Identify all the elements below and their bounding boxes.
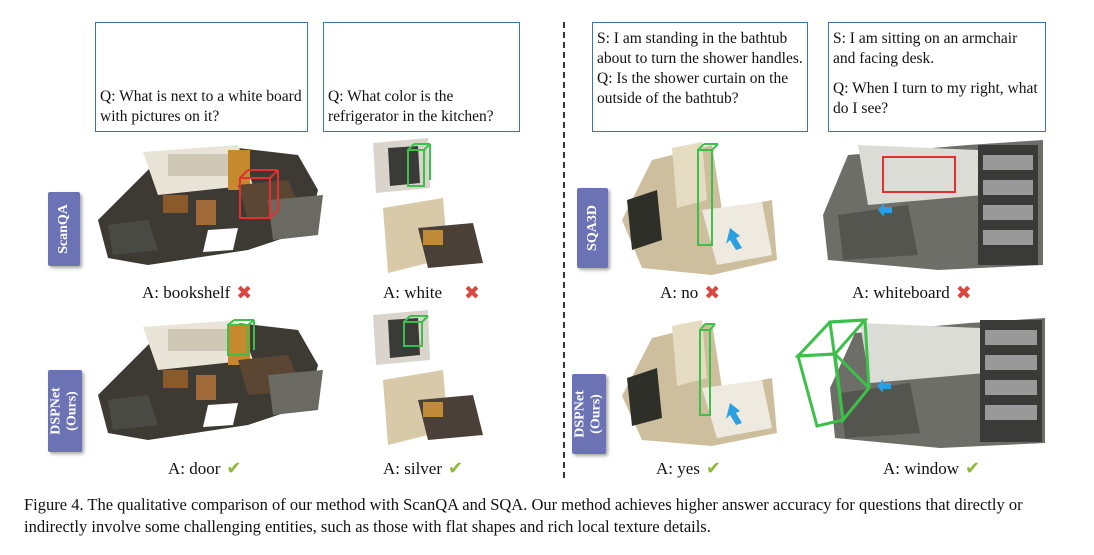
answer-baseline-3: A: no ✖ xyxy=(660,282,720,304)
cross-icon: ✖ xyxy=(464,282,480,304)
situation-text: S: I am sitting on an armchair and facin… xyxy=(833,30,1018,67)
scene-bathroom-baseline xyxy=(622,142,777,275)
answer-text: A: window xyxy=(883,458,960,478)
cross-icon: ✖ xyxy=(704,282,721,304)
dashed-divider xyxy=(563,22,565,478)
scene-livingroom-ours xyxy=(98,319,323,440)
scene-kitchen-baseline xyxy=(373,138,483,273)
check-icon: ✔ xyxy=(448,458,464,479)
check-icon: ✔ xyxy=(965,458,981,479)
cross-icon: ✖ xyxy=(236,282,253,304)
question-text: Q: When I turn to my right, what do I se… xyxy=(833,80,1038,117)
answer-baseline-2: A: white ✖ xyxy=(383,282,480,304)
row-label-text: ScanQA xyxy=(56,204,72,254)
situation-box-2: S: I am sitting on an armchair and facin… xyxy=(828,22,1046,132)
question-text: Q: What color is the refrigerator in the… xyxy=(328,88,494,125)
caption-text: Figure 4. The qualitative comparison of … xyxy=(24,495,1023,536)
row-label-line: DSPNet xyxy=(573,390,588,438)
check-icon: ✔ xyxy=(226,458,242,479)
figure-caption: Figure 4. The qualitative comparison of … xyxy=(24,494,1084,538)
question-box-1: Q: What is next to a white board with pi… xyxy=(95,22,308,132)
row-label-dspnet-right: DSPNet (Ours) xyxy=(572,374,606,454)
answer-baseline-4: A: whiteboard ✖ xyxy=(852,282,972,304)
answer-text: A: white xyxy=(383,283,443,302)
answer-ours-1: A: door ✔ xyxy=(168,458,242,479)
question-box-2: Q: What color is the refrigerator in the… xyxy=(323,22,520,132)
row-label-text: SQA3D xyxy=(584,205,600,251)
row-label-text: DSPNet (Ours) xyxy=(49,387,81,434)
answer-text: A: silver xyxy=(383,458,443,478)
answer-text: A: whiteboard xyxy=(852,283,950,302)
scene-livingroom-baseline xyxy=(98,145,323,265)
row-label-text: DSPNet (Ours) xyxy=(573,390,605,437)
answer-ours-4: A: window ✔ xyxy=(883,458,980,479)
question-text: Q: What is next to a white board with pi… xyxy=(100,88,302,125)
scene-bathroom-ours xyxy=(622,320,777,446)
answer-ours-3: A: yes ✔ xyxy=(656,458,721,479)
answer-text: A: yes xyxy=(656,458,700,478)
row-label-scanqa: ScanQA xyxy=(48,192,80,266)
row-label-line: (Ours) xyxy=(589,394,604,434)
situation-text: S: I am standing in the bathtub about to… xyxy=(597,30,803,67)
question-text: Q: Is the shower curtain on the outside … xyxy=(597,70,789,107)
row-label-dspnet-left: DSPNet (Ours) xyxy=(48,370,82,452)
scene-kitchen-ours xyxy=(373,310,483,445)
cross-icon: ✖ xyxy=(955,282,972,304)
answer-text: A: no xyxy=(660,283,699,302)
row-label-sqa3d: SQA3D xyxy=(577,188,608,268)
situation-box-1: S: I am standing in the bathtub about to… xyxy=(592,22,808,132)
row-label-line: (Ours) xyxy=(65,391,80,431)
check-icon: ✔ xyxy=(705,458,722,479)
answer-text: A: bookshelf xyxy=(142,283,231,302)
answer-baseline-1: A: bookshelf ✖ xyxy=(142,282,252,304)
answer-ours-2: A: silver ✔ xyxy=(383,458,463,479)
scene-office-baseline xyxy=(823,140,1043,270)
answer-text: A: door xyxy=(168,458,221,478)
row-label-line: DSPNet xyxy=(49,387,64,435)
scene-office-ours xyxy=(795,318,1045,448)
